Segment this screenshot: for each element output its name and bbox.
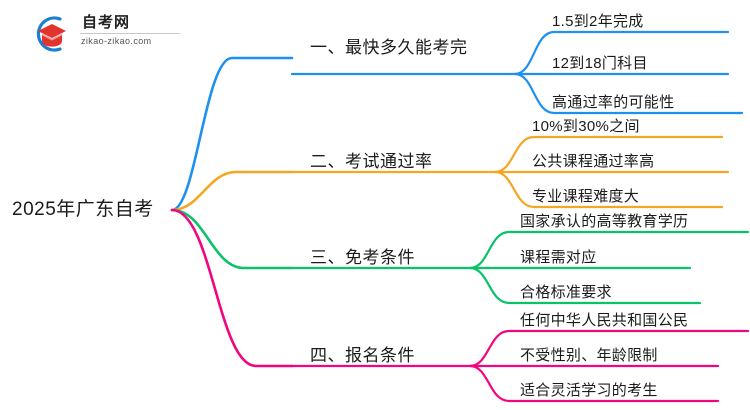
leaf-node-1-1[interactable]: 1.5到2年完成 [552, 13, 644, 30]
connector-branch-3-child-3 [468, 266, 702, 305]
connector-branch-2-child-3 [493, 170, 724, 209]
logo-title: 自考网 [82, 14, 131, 31]
leaf-node-1-3[interactable]: 高通过率的可能性 [552, 94, 675, 111]
logo-divider [80, 33, 180, 34]
logo-text: 自考网 zikao-zikao.com [80, 14, 180, 47]
connector-root-branch-3 [170, 208, 294, 270]
leaf-node-3-2[interactable]: 课程需对应 [520, 249, 597, 266]
leaf-node-2-3[interactable]: 专业课程难度大 [532, 188, 640, 205]
connector-branch-1-child-3 [513, 72, 744, 115]
branch-node-1[interactable]: 一、最快多久能考完 [310, 38, 468, 57]
connector-branch-4-child-1 [468, 329, 750, 368]
connector-root-branch-1 [170, 56, 294, 212]
connector-branch-4-child-3 [468, 364, 720, 403]
leaf-node-1-2[interactable]: 12到18门科目 [552, 55, 648, 72]
branch-node-3[interactable]: 三、免考条件 [310, 248, 415, 267]
branch-node-4[interactable]: 四、报名条件 [310, 346, 415, 365]
leaf-node-3-1[interactable]: 国家承认的高等教育学历 [520, 213, 689, 230]
leaf-node-4-2[interactable]: 不受性别、年龄限制 [520, 347, 658, 364]
logo-domain: zikao-zikao.com [81, 36, 152, 46]
connector-root-branch-2 [170, 170, 294, 212]
connector-branch-1-child-1 [513, 30, 730, 76]
graduation-cap-icon [30, 14, 74, 54]
leaf-node-2-1[interactable]: 10%到30%之间 [532, 118, 640, 135]
leaf-node-4-1[interactable]: 任何中华人民共和国公民 [520, 312, 689, 329]
branch-node-2[interactable]: 二、考试通过率 [310, 152, 433, 171]
leaf-node-4-3[interactable]: 适合灵活学习的考生 [520, 382, 658, 399]
site-logo: 自考网 zikao-zikao.com [30, 12, 180, 56]
leaf-node-2-2[interactable]: 公共课程通过率高 [532, 153, 655, 170]
connector-root-branch-4 [170, 208, 294, 368]
connector-branch-3-child-1 [468, 230, 750, 270]
leaf-node-3-3[interactable]: 合格标准要求 [520, 284, 612, 301]
connector-branch-2-child-1 [493, 135, 724, 174]
mindmap-root-node[interactable]: 2025年广东自考 [12, 199, 154, 220]
